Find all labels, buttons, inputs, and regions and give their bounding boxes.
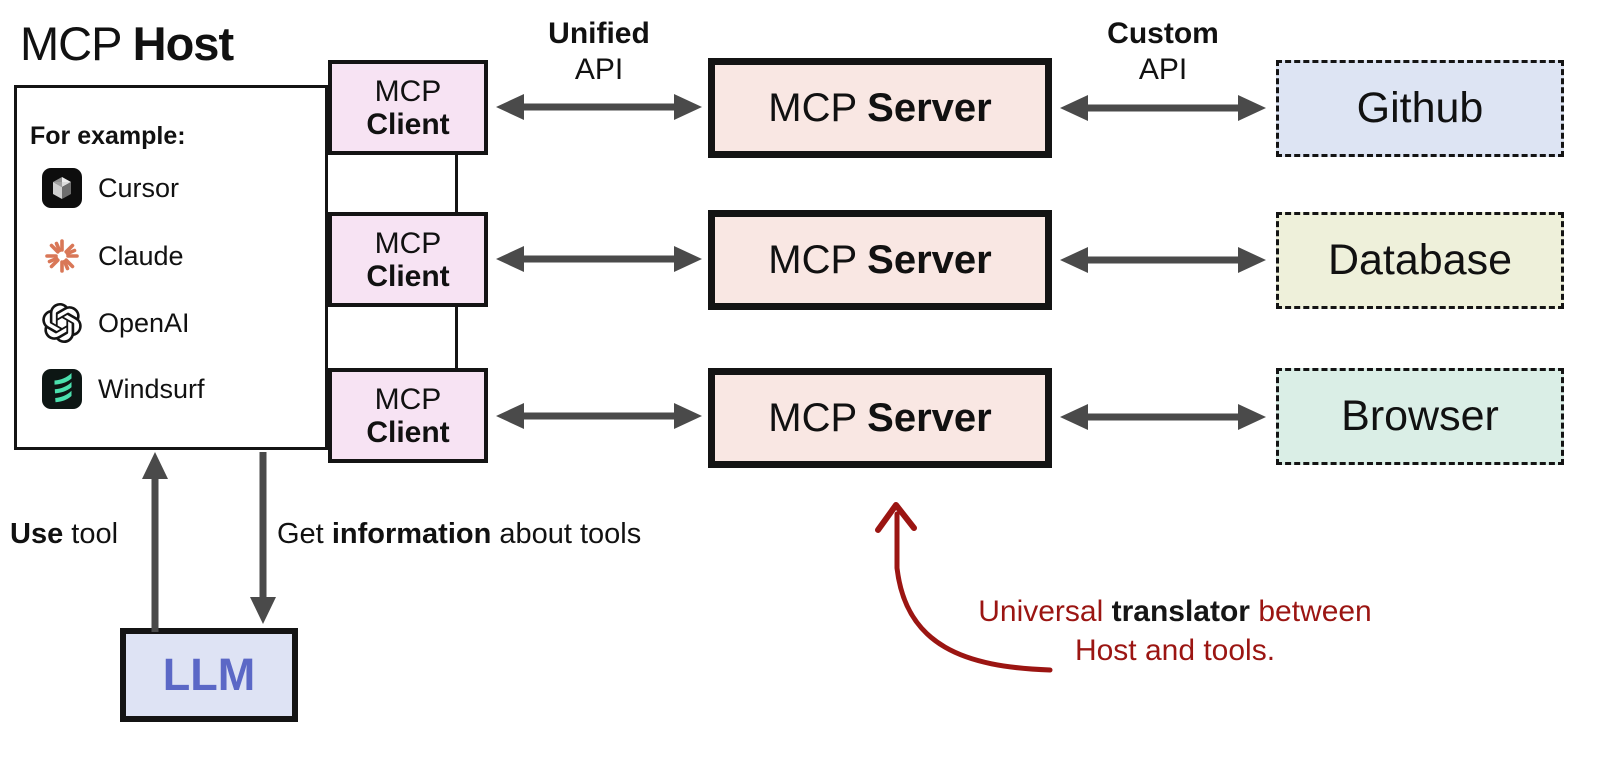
server-word1: MCP xyxy=(768,395,858,440)
tool-label: Browser xyxy=(1341,392,1499,440)
tool-label: Github xyxy=(1356,84,1484,132)
example-row-openai: OpenAI xyxy=(42,303,302,344)
tool-box-database: Database xyxy=(1276,212,1564,309)
mcp-server-box-1: MCP Server xyxy=(708,58,1052,158)
example-row-windsurf: Windsurf xyxy=(42,369,302,409)
example-label: OpenAI xyxy=(98,307,190,338)
openai-logo-icon xyxy=(42,303,82,344)
use-tool-label: Use tool xyxy=(10,518,118,551)
get-info-pre: Get xyxy=(277,518,332,550)
client-line2: Client xyxy=(366,107,450,141)
annotation-arrow xyxy=(875,502,1053,673)
client-line1: MCP xyxy=(374,382,442,416)
client-connector-line-1 xyxy=(455,155,458,213)
unified-api-label: Unified API xyxy=(494,16,704,88)
title-regular: MCP xyxy=(20,17,122,70)
windsurf-logo-icon xyxy=(42,369,82,409)
tool-box-github: Github xyxy=(1276,60,1564,157)
server-word1: MCP xyxy=(768,85,858,130)
mcp-client-box-2: MCP Client xyxy=(328,212,488,307)
llm-box: LLM xyxy=(120,628,298,722)
client-server-arrow-2 xyxy=(496,246,702,272)
server-tool-arrow-2 xyxy=(1060,247,1266,273)
example-row-cursor: Cursor xyxy=(42,168,302,208)
mcp-client-box-1: MCP Client xyxy=(328,60,488,155)
client-server-arrow-3 xyxy=(496,403,702,429)
client-line2: Client xyxy=(366,415,450,449)
example-label: Windsurf xyxy=(98,373,205,404)
server-tool-arrow-1 xyxy=(1060,95,1266,121)
client-line1: MCP xyxy=(374,226,442,260)
client-server-arrow-1 xyxy=(496,94,702,120)
tool-box-browser: Browser xyxy=(1276,368,1564,465)
get-info-post: about tools xyxy=(491,518,642,550)
example-label: Cursor xyxy=(98,172,180,203)
mcp-client-box-3: MCP Client xyxy=(328,368,488,463)
server-word2: Server xyxy=(867,85,992,130)
unified-api-line1: Unified xyxy=(548,17,650,50)
use-tool-bold: Use xyxy=(10,518,64,550)
server-word2: Server xyxy=(867,395,992,440)
mcp-server-box-2: MCP Server xyxy=(708,210,1052,310)
annotation-line2: Host and tools. xyxy=(1074,634,1276,667)
tool-label: Database xyxy=(1327,236,1513,284)
get-info-label: Get information about tools xyxy=(277,518,641,551)
annotation-post: between xyxy=(1249,595,1372,628)
example-row-claude: Claude xyxy=(42,236,302,276)
get-info-bold: information xyxy=(331,518,492,550)
server-word2: Server xyxy=(867,237,992,282)
examples-heading: For example: xyxy=(30,122,186,150)
example-label: Claude xyxy=(98,240,184,271)
mcp-server-box-3: MCP Server xyxy=(708,368,1052,468)
use-tool-rest: tool xyxy=(63,518,119,550)
custom-api-line2: API xyxy=(1138,53,1188,86)
title-bold: Host xyxy=(132,17,234,70)
custom-api-label: Custom API xyxy=(1058,16,1268,88)
annotation-bold: translator xyxy=(1111,595,1250,628)
annotation-pre: Universal xyxy=(978,595,1112,628)
cursor-app-icon xyxy=(42,168,82,208)
client-line2: Client xyxy=(366,259,450,293)
annotation-text: Universal translator between Host and to… xyxy=(955,592,1395,670)
diagram-title: MCP Host xyxy=(20,16,234,71)
client-line1: MCP xyxy=(374,74,442,108)
claude-logo-icon xyxy=(45,239,79,273)
get-info-arrow xyxy=(250,452,276,624)
use-tool-arrow xyxy=(142,452,168,632)
server-word1: MCP xyxy=(768,237,858,282)
custom-api-line1: Custom xyxy=(1107,17,1219,50)
llm-label: LLM xyxy=(162,649,256,700)
client-connector-line-2 xyxy=(455,307,458,369)
unified-api-line2: API xyxy=(574,53,624,86)
server-tool-arrow-3 xyxy=(1060,404,1266,430)
